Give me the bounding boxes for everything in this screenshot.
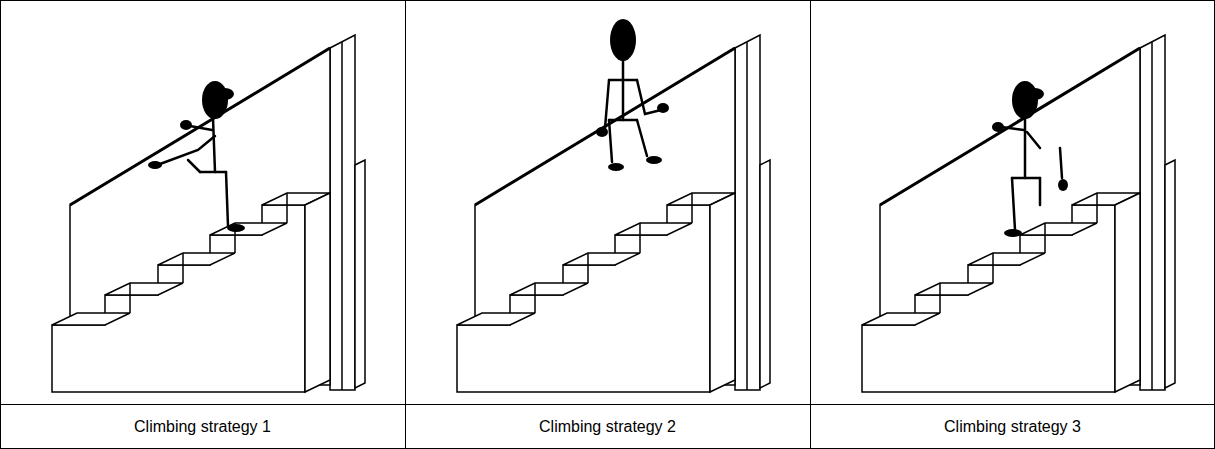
panel-caption: Climbing strategy 1 [134, 418, 271, 436]
panel-caption: Climbing strategy 2 [539, 418, 676, 436]
caption-cell: Climbing strategy 2 [406, 405, 809, 449]
caption-cell: Climbing strategy 1 [1, 405, 404, 449]
caption-cell: Climbing strategy 3 [811, 405, 1214, 449]
panel-caption: Climbing strategy 3 [944, 418, 1081, 436]
